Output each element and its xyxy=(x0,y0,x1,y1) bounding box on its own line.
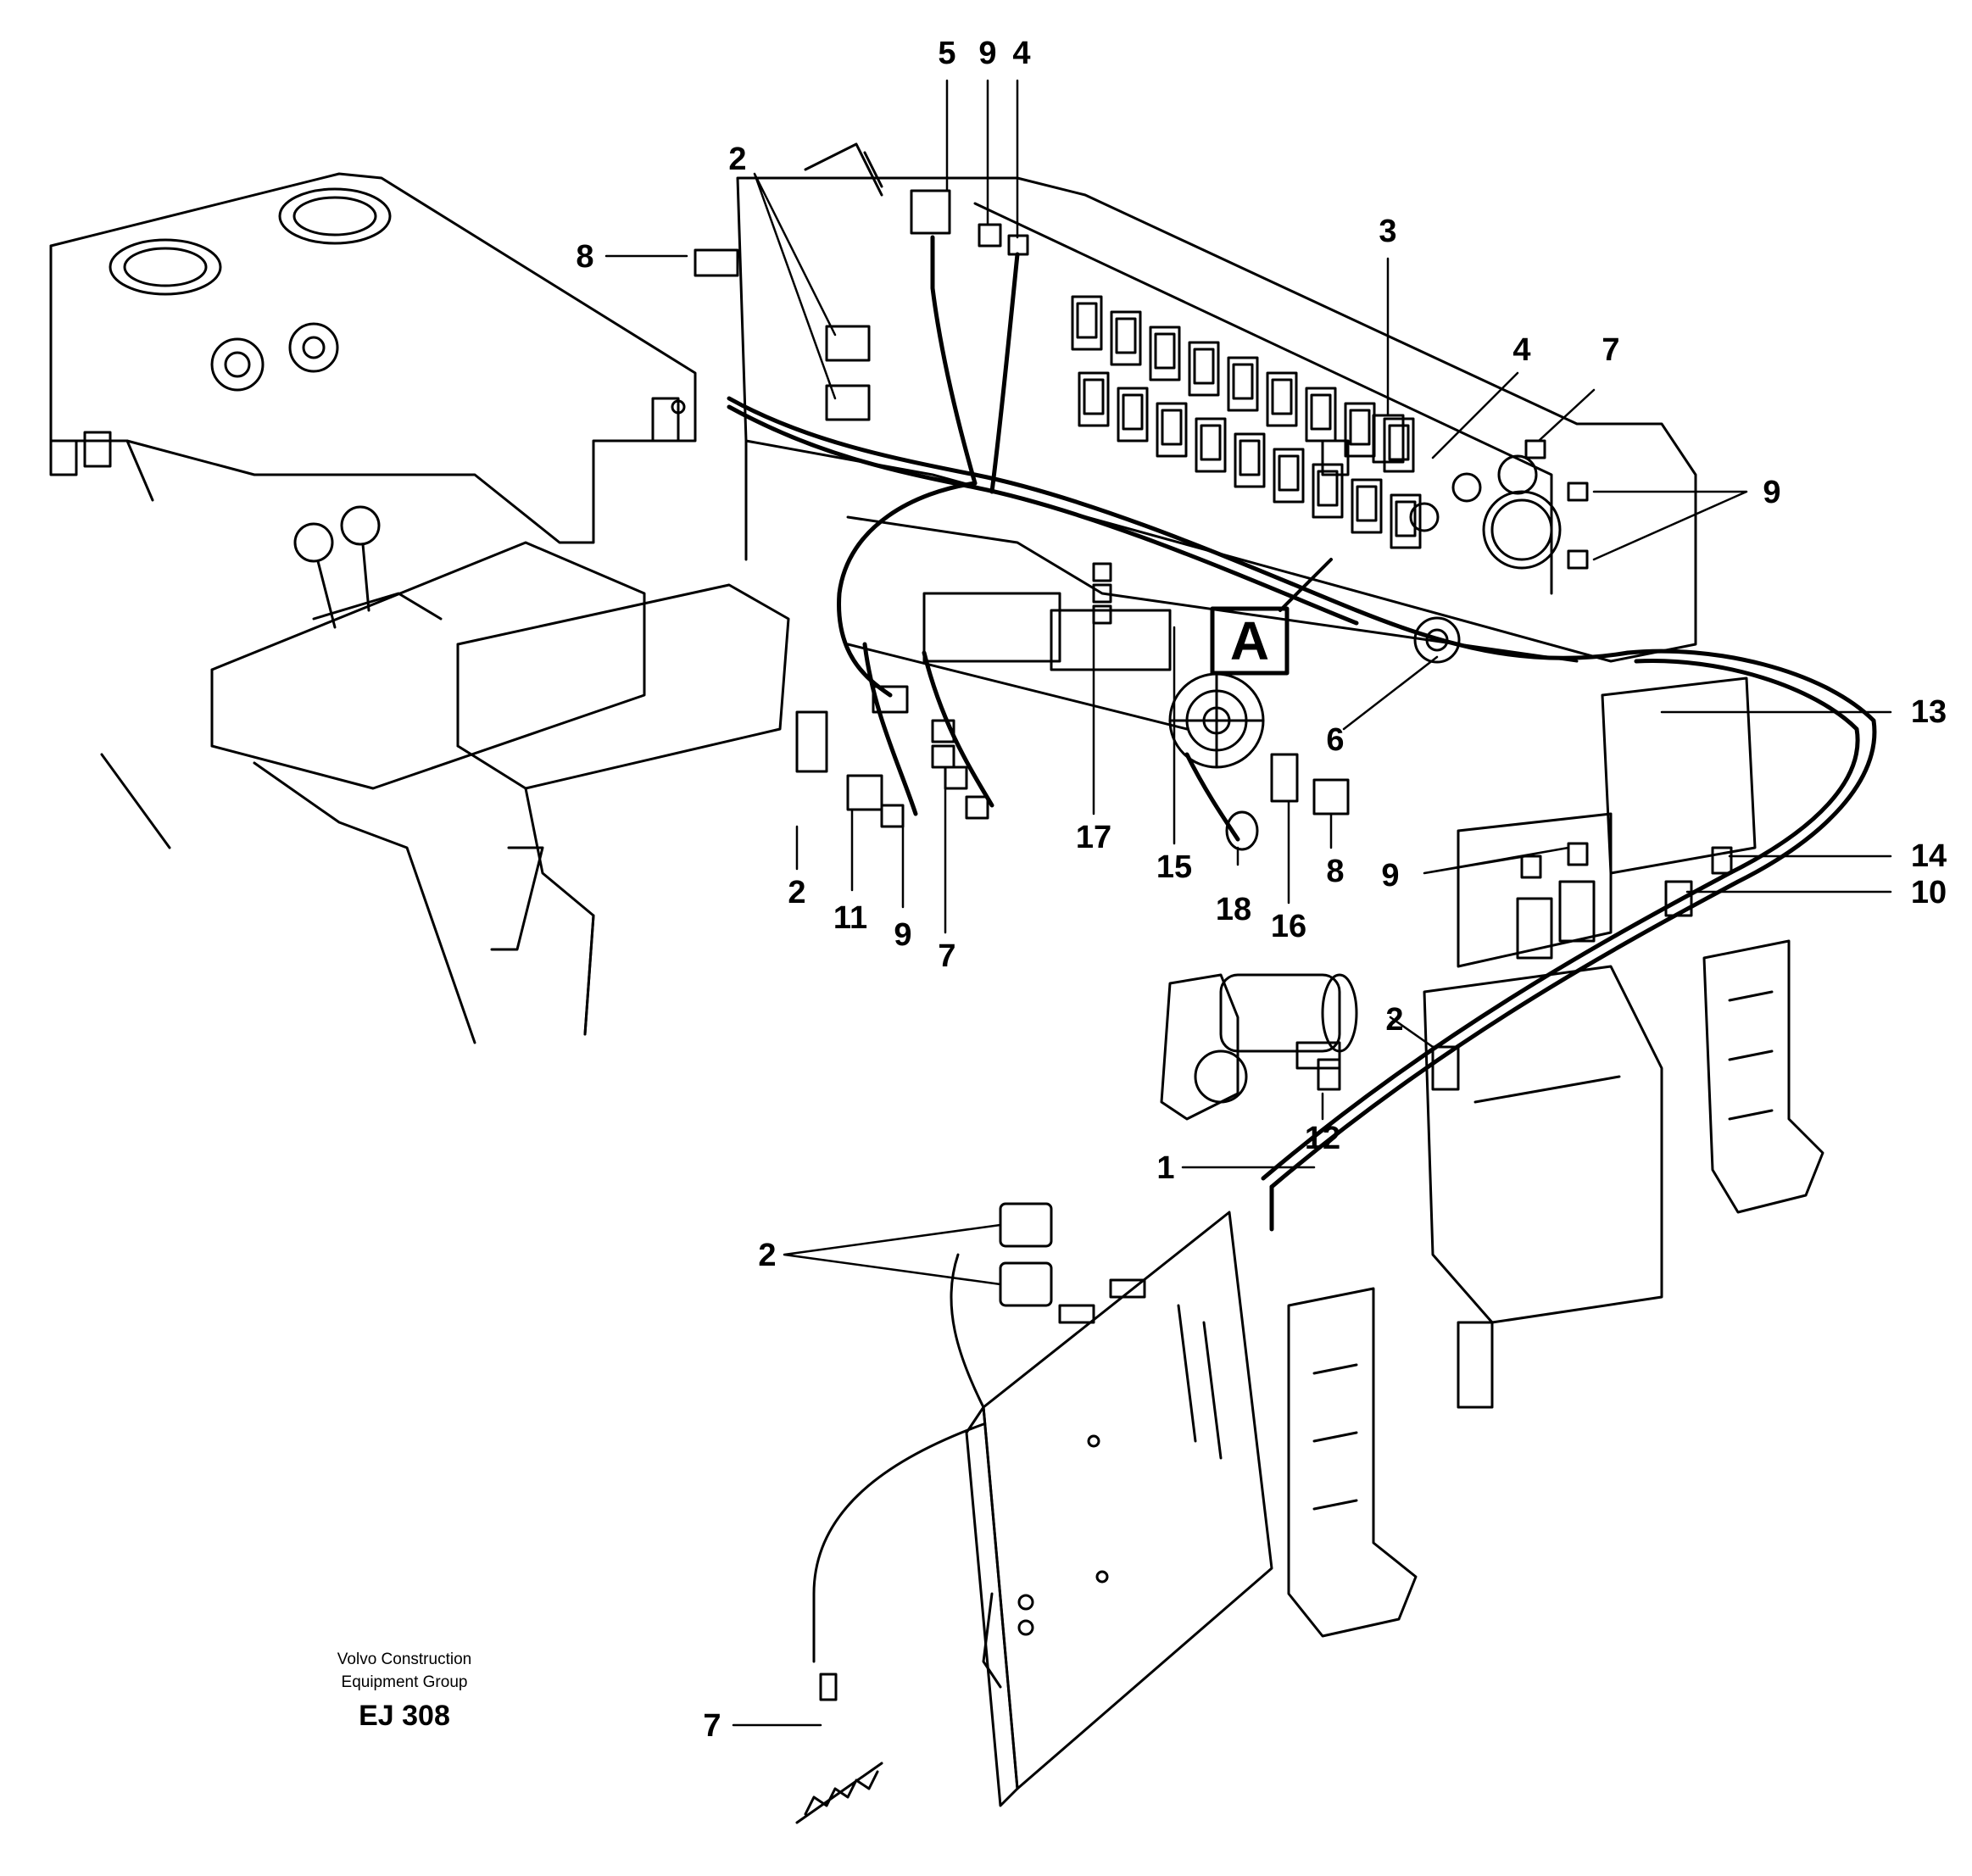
rocker-switch-face xyxy=(1232,363,1254,400)
callout-4-top: 4 xyxy=(1012,36,1030,71)
main-harness xyxy=(727,235,1877,1232)
callout-9-top: 9 xyxy=(978,36,996,71)
rocker-switch xyxy=(1071,295,1103,351)
rocker-switch-face xyxy=(1115,317,1137,354)
rocker-switch-face xyxy=(1193,348,1215,385)
rocker-switch xyxy=(1383,417,1415,473)
cab-console-drawing xyxy=(49,172,790,1044)
rocker-switch-face xyxy=(1278,454,1300,492)
company-name-line2: Equipment Group xyxy=(342,1673,468,1691)
rocker-switch-face xyxy=(1083,378,1105,415)
callout-14: 14 xyxy=(1911,838,1947,874)
callout-7-bottom: 7 xyxy=(703,1708,721,1744)
callout-11: 11 xyxy=(833,900,867,936)
callout-2-center: 2 xyxy=(1385,1002,1403,1038)
rocker-switch xyxy=(1195,417,1227,473)
rocker-switch xyxy=(1390,493,1422,549)
callout-8-center: 8 xyxy=(1326,854,1344,889)
rocker-switch xyxy=(1312,463,1344,519)
detail-a-label: A xyxy=(1230,610,1269,671)
rocker-switch xyxy=(1273,448,1305,504)
callout-17: 17 xyxy=(1076,820,1111,855)
rocker-switch-face xyxy=(1388,424,1410,461)
callout-6: 6 xyxy=(1326,722,1344,758)
company-name-line1: Volvo Construction xyxy=(337,1651,471,1668)
callout-8-top: 8 xyxy=(576,239,593,275)
callout-2-left: 2 xyxy=(788,875,805,910)
motor-drawing xyxy=(1160,973,1358,1121)
rocker-switch-face xyxy=(1200,424,1222,461)
rocker-switch-face xyxy=(1395,500,1417,537)
callout-7-left: 7 xyxy=(938,938,955,974)
control-box-drawing xyxy=(1287,676,1824,1638)
rocker-switch-face xyxy=(1310,393,1332,431)
rocker-switch-face xyxy=(1076,302,1098,339)
callout-5: 5 xyxy=(938,36,955,71)
rocker-switch xyxy=(1234,432,1266,488)
callout-9-right: 9 xyxy=(1763,475,1780,510)
rocker-switch xyxy=(1266,371,1298,427)
callout-2-bottom: 2 xyxy=(758,1238,776,1273)
callout-18: 18 xyxy=(1216,892,1251,927)
rocker-switch-array xyxy=(1071,295,1422,549)
callout-labels: 8 2 5 9 4 3 4 7 9 6 13 14 10 9 2 12 1 2 … xyxy=(576,36,1947,1744)
drawing-code: EJ 308 xyxy=(359,1700,450,1732)
rocker-switch-face xyxy=(1122,393,1144,431)
rocker-switch-face xyxy=(1154,332,1176,370)
rocker-switch xyxy=(1078,371,1110,427)
callout-9-left: 9 xyxy=(894,917,911,953)
leader-lines xyxy=(604,79,1892,1727)
rocker-switch xyxy=(1149,326,1181,381)
rocker-switch xyxy=(1156,402,1188,458)
rocker-switch-face xyxy=(1317,470,1339,507)
circuit-board-drawing xyxy=(795,1202,1273,1824)
rocker-switch-face xyxy=(1271,378,1293,415)
callout-1: 1 xyxy=(1156,1150,1174,1186)
callout-2-top: 2 xyxy=(728,142,746,177)
rocker-switch xyxy=(1305,387,1337,443)
callout-3: 3 xyxy=(1379,214,1396,249)
rocker-switch-face xyxy=(1161,409,1183,446)
rocker-switch-face xyxy=(1239,439,1261,476)
rocker-switch-face xyxy=(1356,485,1378,522)
callout-16: 16 xyxy=(1271,909,1306,944)
callout-13: 13 xyxy=(1911,694,1947,730)
detail-a-box xyxy=(1210,606,1290,676)
drawing-footer: Volvo Construction Equipment Group EJ 30… xyxy=(337,1651,471,1732)
rocker-switch xyxy=(1110,310,1142,366)
rocker-switch xyxy=(1188,341,1220,397)
callout-7-right: 7 xyxy=(1602,332,1619,368)
callout-9-center: 9 xyxy=(1381,858,1399,893)
rocker-switch xyxy=(1227,356,1259,412)
connector-blocks xyxy=(694,189,1733,1091)
callout-12: 12 xyxy=(1305,1121,1340,1156)
rocker-switch-face xyxy=(1349,409,1371,446)
callout-4-right: 4 xyxy=(1512,332,1530,368)
callout-15: 15 xyxy=(1156,849,1192,885)
rocker-switch xyxy=(1351,478,1383,534)
callout-10: 10 xyxy=(1911,875,1947,910)
rocker-switch xyxy=(1117,387,1149,443)
switch-panel-drawing xyxy=(736,142,1697,769)
